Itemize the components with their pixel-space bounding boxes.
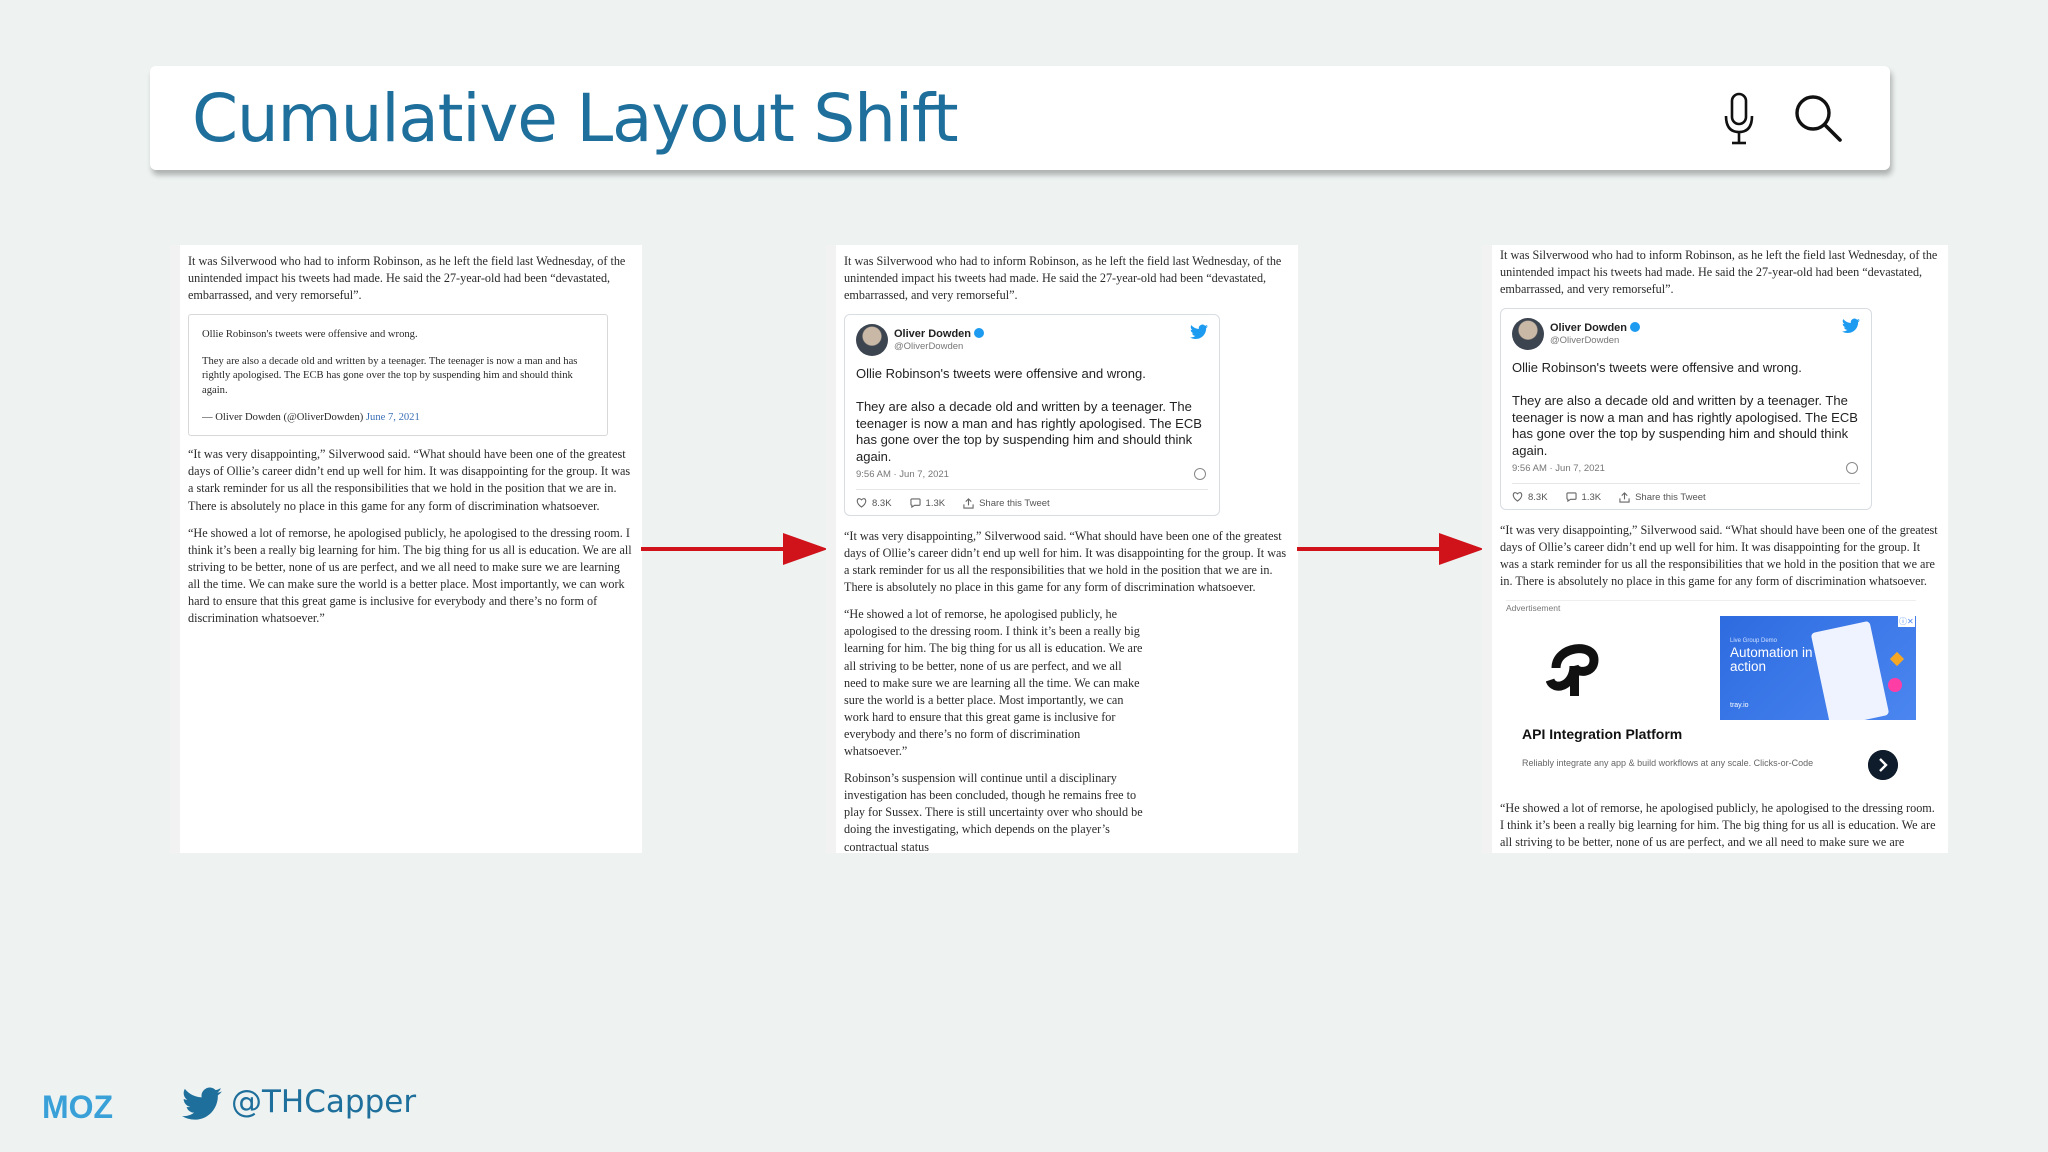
share-icon: [1619, 492, 1630, 503]
tweet-text: They are also a decade old and written b…: [856, 399, 1202, 464]
banner-small-text: Live Group Demo: [1730, 638, 1778, 645]
tweet-text: They are also a decade old and written b…: [202, 355, 578, 397]
article-paragraph: It was Silverwood who had to inform Robi…: [188, 254, 626, 303]
tweet-embed-unloaded: Ollie Robinson's tweets were offensive a…: [188, 314, 608, 437]
moz-logo-text: MOZ: [42, 1092, 113, 1120]
reply-button[interactable]: 1.3K: [909, 497, 946, 509]
article-paragraph: “He showed a lot of remorse, he apologis…: [188, 525, 632, 626]
arrow-right-icon: [1297, 533, 1484, 565]
share-button[interactable]: Share this Tweet: [963, 498, 1050, 509]
microphone-icon[interactable]: [1722, 92, 1756, 146]
search-icon[interactable]: [1792, 92, 1844, 144]
share-label: Share this Tweet: [979, 497, 1050, 509]
advertisement[interactable]: Advertisement Live Group Demo Automation…: [1506, 600, 1916, 792]
tweet-author-name[interactable]: Oliver Dowden: [894, 327, 972, 340]
verified-badge-icon: [1630, 321, 1641, 332]
tweet-card[interactable]: Oliver Dowden @OliverDowden Ollie Robins…: [844, 314, 1220, 516]
tweet-author-name[interactable]: Oliver Dowden: [1550, 321, 1628, 334]
reply-count: 1.3K: [925, 497, 946, 509]
article-paragraph: “It was very disappointing,” Silverwood …: [1500, 522, 1938, 589]
verified-badge-icon: [974, 327, 985, 338]
article-paragraph: Robinson’s suspension will continue unti…: [844, 771, 1143, 853]
article-paragraph: It was Silverwood who had to inform Robi…: [844, 254, 1282, 303]
ad-label: Advertisement: [1506, 600, 1916, 613]
article-paragraph: “He showed a lot of remorse, he apologis…: [844, 607, 1143, 759]
avatar[interactable]: [1512, 318, 1544, 351]
share-icon: [963, 498, 974, 509]
like-count: 8.3K: [872, 497, 892, 509]
heart-icon: [856, 498, 867, 509]
moz-logo: MOZ: [42, 1092, 113, 1120]
tray-logo-icon: [1546, 644, 1599, 697]
twitter-bird-icon: [1842, 318, 1860, 334]
ad-banner[interactable]: Live Group Demo Automation in action tra…: [1720, 616, 1916, 721]
reply-icon: [909, 498, 921, 509]
twitter-bird-icon: [1190, 324, 1208, 340]
screenshot-panel-before: It was Silverwood who had to inform Robi…: [170, 245, 642, 853]
tweet-date-link[interactable]: June 7, 2021: [365, 411, 420, 423]
like-button[interactable]: 8.3K: [856, 498, 892, 509]
share-button[interactable]: Share this Tweet: [1619, 492, 1706, 503]
screenshot-panel-ad-loaded: It was Silverwood who had to inform Robi…: [1482, 245, 1948, 853]
ad-choices-icon[interactable]: ⓘ✕: [1898, 616, 1915, 628]
banner-brand: tray.io: [1730, 702, 1749, 710]
tweet-card[interactable]: Oliver Dowden @OliverDowden Ollie Robins…: [1500, 308, 1872, 510]
tweet-timestamp[interactable]: 9:56 AM · Jun 7, 2021: [1512, 462, 1605, 474]
ad-go-button[interactable]: [1868, 750, 1898, 781]
arrow-right-icon: [641, 533, 828, 565]
info-icon[interactable]: [1846, 461, 1858, 474]
banner-headline: Automation in action: [1730, 645, 1813, 675]
ad-description: Reliably integrate any app & build workf…: [1522, 758, 1814, 769]
like-count: 8.3K: [1528, 491, 1548, 503]
tweet-signature: — Oliver Dowden (@OliverDowden): [202, 411, 364, 423]
slide-title: Cumulative Layout Shift: [192, 80, 959, 157]
tweet-timestamp[interactable]: 9:56 AM · Jun 7, 2021: [856, 468, 949, 480]
tweet-text: Ollie Robinson's tweets were offensive a…: [856, 366, 1146, 382]
footer-twitter-handle: @THCapper: [231, 1084, 417, 1120]
reply-count: 1.3K: [1581, 491, 1602, 503]
info-icon[interactable]: [1194, 467, 1206, 480]
article-paragraph: It was Silverwood who had to inform Robi…: [1500, 248, 1938, 297]
share-label: Share this Tweet: [1635, 491, 1706, 503]
like-button[interactable]: 8.3K: [1512, 492, 1548, 503]
twitter-bird-icon: [182, 1087, 222, 1120]
ad-title[interactable]: API Integration Platform: [1522, 726, 1683, 743]
search-bar: Cumulative Layout Shift: [150, 66, 1890, 170]
tweet-text: Ollie Robinson's tweets were offensive a…: [202, 329, 418, 341]
tweet-text: They are also a decade old and written b…: [1512, 393, 1858, 458]
article-paragraph: “It was very disappointing,” Silverwood …: [844, 528, 1287, 595]
avatar[interactable]: [856, 324, 888, 357]
tweet-author-handle[interactable]: @OliverDowden: [1550, 334, 1620, 346]
screenshot-panel-tweet-loaded: It was Silverwood who had to inform Robi…: [826, 245, 1298, 853]
article-paragraph: “It was very disappointing,” Silverwood …: [188, 447, 631, 513]
tweet-text: Ollie Robinson's tweets were offensive a…: [1512, 360, 1802, 376]
reply-icon: [1565, 492, 1577, 503]
reply-button[interactable]: 1.3K: [1565, 491, 1602, 503]
tweet-author-handle[interactable]: @OliverDowden: [894, 340, 964, 352]
article-paragraph: “He showed a lot of remorse, he apologis…: [1500, 801, 1936, 853]
heart-icon: [1512, 492, 1523, 503]
